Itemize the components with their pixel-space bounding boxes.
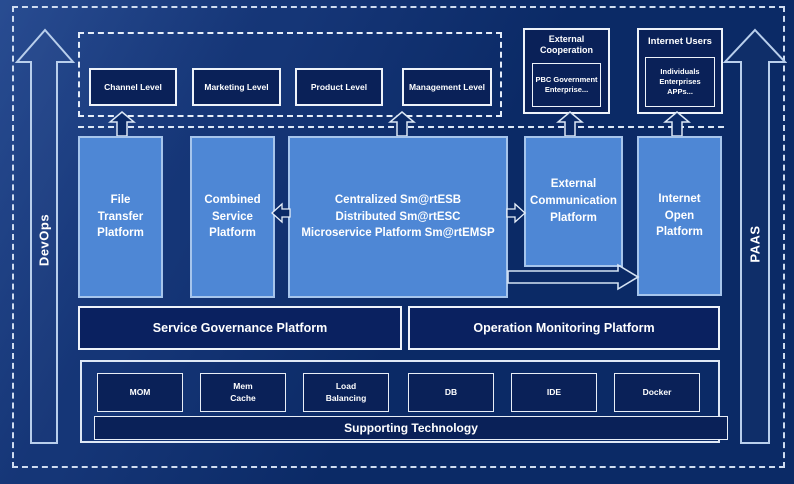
level-channel: Channel Level: [89, 68, 177, 106]
right-arrow-icon: [506, 202, 526, 224]
platform-file-transfer: File Transfer Platform: [78, 136, 163, 298]
flow-right-arrow-icon: [507, 263, 640, 291]
up-arrow-icon: [663, 111, 691, 137]
tech-load-balancing: Load Balancing: [303, 373, 389, 412]
level-product: Product Level: [295, 68, 383, 106]
operation-monitoring-platform: Operation Monitoring Platform: [408, 306, 720, 350]
up-arrow-icon: [556, 111, 584, 137]
devops-label: DevOps: [36, 213, 52, 267]
paas-up-arrow-icon: [723, 28, 787, 444]
external-cooperation-box: External Cooperation PBC Government Ente…: [523, 28, 610, 114]
platform-combined-service: Combined Service Platform: [190, 136, 275, 298]
tech-docker: Docker: [614, 373, 700, 412]
level-management: Management Level: [402, 68, 492, 106]
platform-external-communication: External Communication Platform: [524, 136, 623, 267]
supporting-technology-bar: Supporting Technology: [94, 416, 728, 440]
level-marketing: Marketing Level: [192, 68, 281, 106]
paas-label: PAAS: [747, 225, 763, 263]
external-cooperation-title: External Cooperation: [540, 34, 593, 56]
up-arrow-icon: [108, 111, 136, 137]
tech-db: DB: [408, 373, 494, 412]
devops-up-arrow-icon: [14, 28, 76, 444]
internet-users-box: Internet Users Individuals Enterprises A…: [637, 28, 723, 114]
internet-users-title: Internet Users: [648, 36, 712, 47]
tech-ide: IDE: [511, 373, 597, 412]
platform-smart-esb: Centralized Sm@rtESB Distributed Sm@rtES…: [288, 136, 508, 298]
levels-dashed-zone: [78, 32, 502, 117]
service-governance-platform: Service Governance Platform: [78, 306, 402, 350]
tech-mem-cache: Mem Cache: [200, 373, 286, 412]
internet-users-members: Individuals Enterprises APPs...: [645, 57, 715, 107]
outer-dashed-border: [12, 6, 785, 468]
external-cooperation-members: PBC Government Enterprise...: [532, 63, 601, 107]
tech-mom: MOM: [97, 373, 183, 412]
platform-internet-open: Internet Open Platform: [637, 136, 722, 296]
supporting-technology-container: [80, 360, 720, 443]
left-arrow-icon: [271, 202, 291, 224]
up-arrow-icon: [388, 111, 416, 137]
